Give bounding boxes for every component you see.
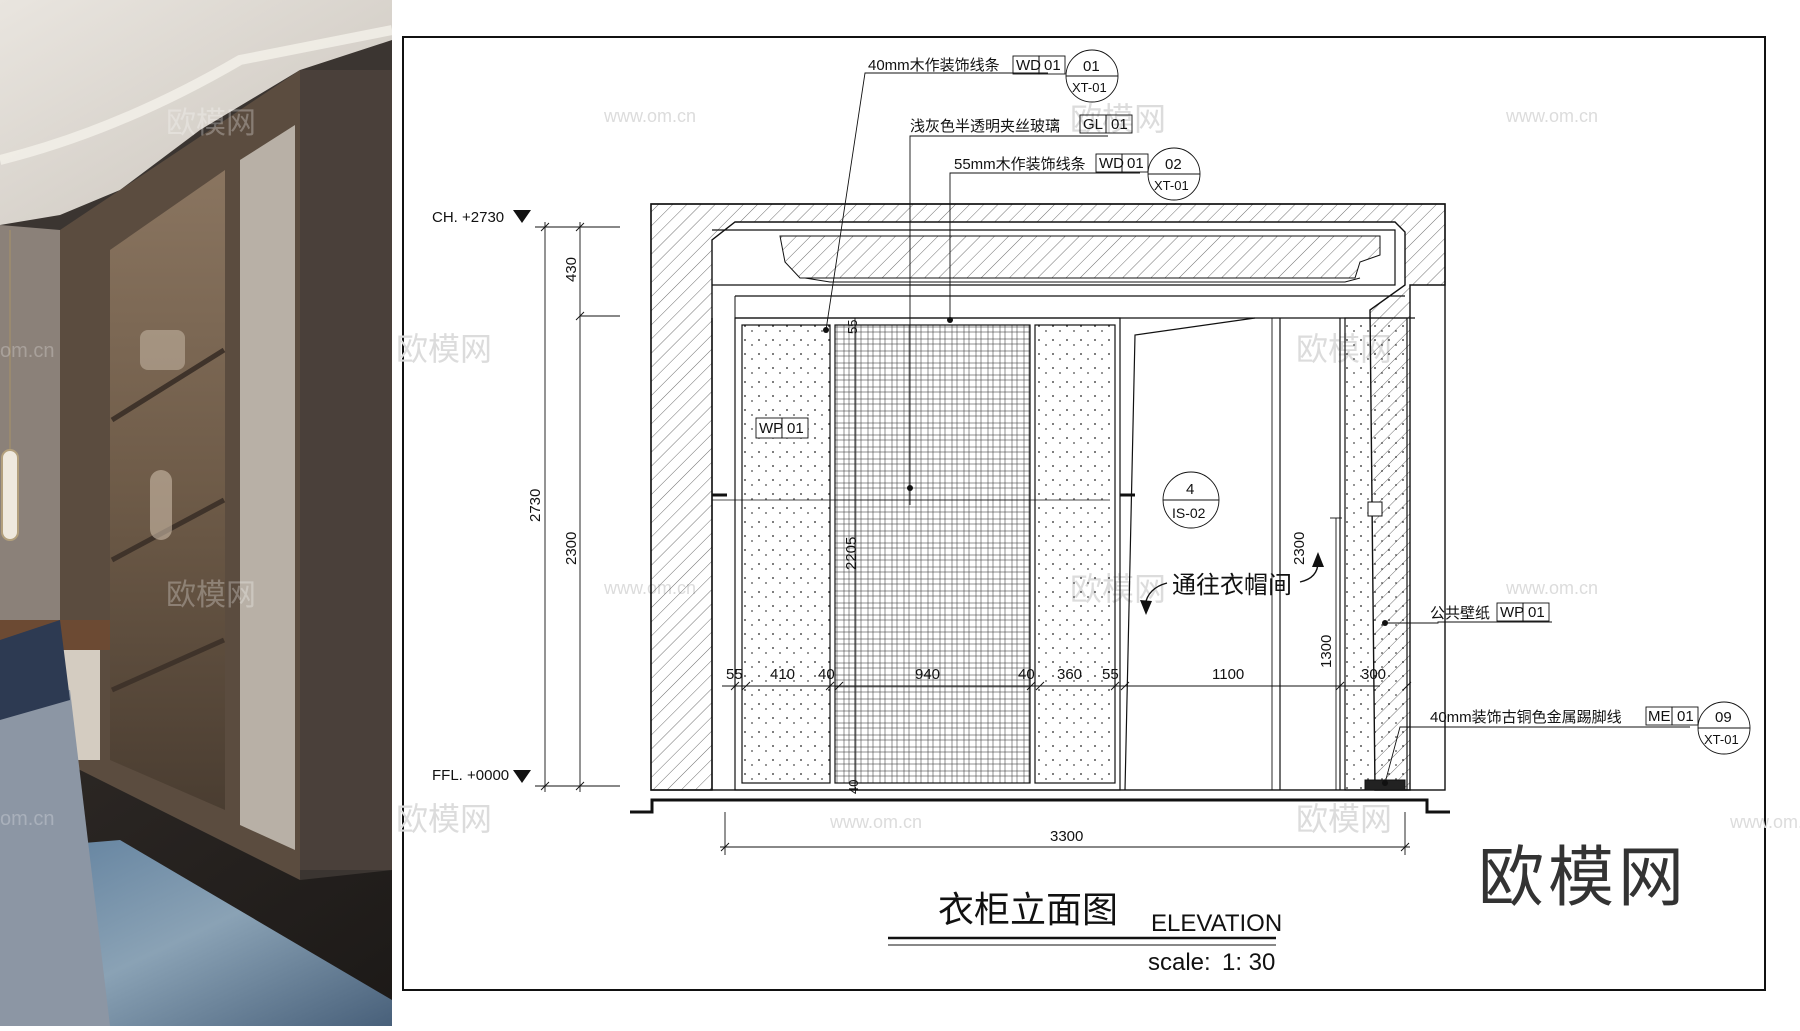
panel-tag-code: WP [759, 420, 783, 437]
overall-width-label: 3300 [1050, 828, 1083, 845]
ceiling-level-arrow [513, 210, 531, 223]
callout-trim55-code: WD [1099, 155, 1124, 172]
hdim-label: 1100 [1212, 666, 1244, 683]
interior-render-photo: 欧模网 om.cn 欧模网 om.cn [0, 0, 392, 1026]
dim-panel: 1300 [1318, 635, 1335, 668]
watermark-url: www.om.cn [1729, 812, 1800, 832]
wallpaper-panel-right [1034, 324, 1116, 784]
horizontal-dimension-chain [722, 681, 1412, 691]
callout-skirting-detail: 09 [1715, 709, 1732, 726]
callout-trim55: 55mm木作装饰线条 WD 01 02 XT-01 [947, 147, 1201, 323]
watermark-url: www.om.cn [603, 106, 696, 126]
elevation-drawing-sheet: www.om.cn www.om.cn www.om.cn www.om.cn … [392, 0, 1800, 1026]
callout-glass-code: GL [1083, 116, 1103, 133]
photo-watermark: om.cn [0, 340, 55, 362]
callout-glass-num: 01 [1111, 116, 1128, 133]
elevation-body [630, 203, 1450, 814]
dim-top-55: 55 [845, 320, 860, 334]
hdim-label: 40 [818, 666, 835, 683]
callout-skirting-text: 40mm装饰古铜色金属踢脚线 [1430, 709, 1622, 726]
title-block: 衣柜立面图 ELEVATION scale: 1: 30 [888, 889, 1282, 976]
section-marker: 4 IS-02 [1162, 471, 1220, 529]
elevation-drawing: www.om.cn www.om.cn www.om.cn www.om.cn … [396, 36, 1800, 991]
dim-bottom-40: 40 [846, 780, 861, 794]
callout-skirting-sheet: XT-01 [1704, 732, 1739, 747]
sheet-border [402, 36, 1766, 991]
callout-trim55-text: 55mm木作装饰线条 [954, 156, 1086, 173]
section-marker-sheet: IS-02 [1172, 505, 1206, 521]
watermark-logo: 欧模网 [1070, 101, 1166, 137]
ground-line [630, 798, 1450, 814]
scale-value: 1: 30 [1222, 949, 1275, 976]
dim-total: 2730 [527, 489, 544, 522]
watermark-url: www.om.cn [1505, 106, 1598, 126]
panel-tag-num: 01 [787, 420, 804, 437]
drawing-title-en: ELEVATION [1151, 910, 1282, 937]
vertical-dimensions [535, 222, 1342, 792]
dim-opening: 2300 [1291, 532, 1308, 565]
hdim-label: 410 [770, 666, 795, 683]
callout-glass-text: 浅灰色半透明夹丝玻璃 [910, 118, 1060, 135]
callout-skirting: 40mm装饰古铜色金属踢脚线 ME 01 09 XT-01 [1382, 701, 1751, 786]
passage-note: 通往衣帽间 [1140, 552, 1324, 615]
hdim-label: 300 [1361, 666, 1386, 683]
callout-glass: 浅灰色半透明夹丝玻璃 GL 01 [907, 114, 1133, 505]
wired-glass-panel [834, 324, 1031, 784]
hdim-label: 940 [915, 666, 940, 683]
passage-note-text: 通往衣帽间 [1172, 572, 1292, 599]
photo-watermark: 欧模网 [166, 578, 256, 613]
callout-trim40-sheet: XT-01 [1072, 80, 1107, 95]
section-marker-num: 4 [1186, 481, 1194, 498]
callout-wallpaper-num: 01 [1528, 604, 1545, 621]
hdim-label: 40 [1018, 666, 1035, 683]
hdim-label: 55 [1102, 666, 1119, 683]
scale-label: scale: [1148, 949, 1211, 976]
render-illustration [0, 0, 392, 1026]
panel-tag: WP 01 [755, 417, 809, 439]
callout-wallpaper-code: WP [1500, 604, 1524, 621]
watermark-url: www.om.cn [1505, 578, 1598, 598]
overall-width-dimension [720, 812, 1410, 855]
callout-trim55-detail: 02 [1165, 156, 1182, 173]
watermark-logo: 欧模网 [396, 331, 492, 367]
callout-wallpaper: 公共壁纸 WP 01 [1382, 602, 1552, 626]
callout-skirting-code: ME [1648, 708, 1671, 725]
photo-watermark: 欧模网 [166, 106, 256, 141]
brand-logo: 欧模网 [1478, 840, 1688, 914]
vertical-dimension-labels: 430 2730 2300 2205 2300 1300 55 40 [527, 257, 1335, 794]
callout-trim40-code: WD [1016, 57, 1041, 74]
dim-main: 2300 [563, 532, 580, 565]
dim-top: 430 [563, 257, 580, 282]
hdim-label: 55 [726, 666, 743, 683]
watermark-logo: 欧模网 [1296, 801, 1392, 837]
wallpaper-panel-wall [1344, 317, 1408, 791]
floor-level-label: FFL. +0000 [432, 767, 509, 784]
hdim-label: 360 [1057, 666, 1082, 683]
outlet-icon [1367, 501, 1383, 517]
callout-trim40: 40mm木作装饰线条 WD 01 01 XT-01 [823, 49, 1119, 333]
wallpaper-panel-left [741, 324, 831, 784]
callout-trim40-text: 40mm木作装饰线条 [868, 57, 1000, 74]
callout-trim55-sheet: XT-01 [1154, 178, 1189, 193]
drawing-title: 衣柜立面图 [938, 889, 1118, 930]
callout-trim55-num: 01 [1127, 155, 1144, 172]
ceiling-level-label: CH. +2730 [432, 209, 504, 226]
callout-wallpaper-text: 公共壁纸 [1430, 605, 1490, 622]
floor-level-arrow [513, 770, 531, 783]
callout-trim40-num: 01 [1044, 57, 1061, 74]
watermark-logo: 欧模网 [396, 801, 492, 837]
photo-watermark: om.cn [0, 808, 55, 830]
watermark-url: www.om.cn [829, 812, 922, 832]
callout-skirting-num: 01 [1677, 708, 1694, 725]
level-marks: CH. +2730 FFL. +0000 [432, 209, 531, 784]
callout-trim40-detail: 01 [1083, 58, 1100, 75]
dim-door: 2205 [843, 537, 860, 570]
horizontal-dimension-labels: 55 410 40 940 40 360 55 1100 300 [726, 666, 1386, 683]
